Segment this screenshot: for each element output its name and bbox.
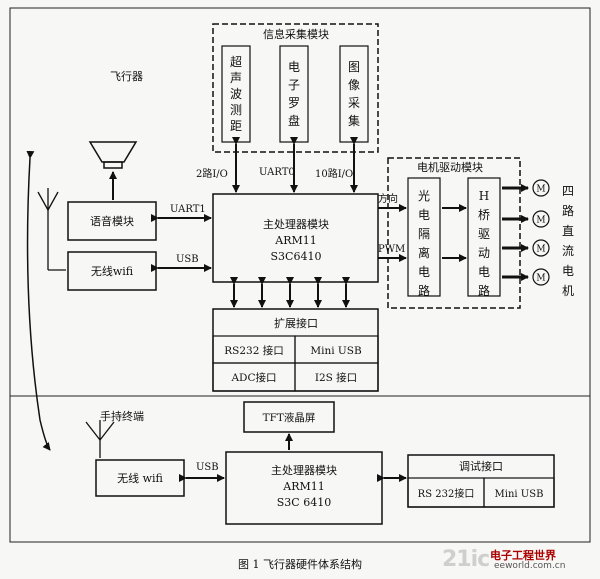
expansion-bus-arrows — [230, 277, 350, 308]
motor-symbol-4: M — [536, 274, 545, 284]
wireless-link-arrow — [26, 150, 51, 451]
motor-icon-1 — [532, 179, 550, 197]
uart0-label: UART0 — [259, 167, 295, 178]
expansion-rs232-label: RS232 接口 — [224, 344, 283, 357]
handheld-usb-label: USB — [196, 462, 219, 473]
isolation-circuit-box — [407, 177, 441, 297]
io10-label: 10路I/O — [315, 167, 353, 180]
aircraft-wifi-label: 无线wifi — [91, 264, 134, 278]
pwm-label: PWM — [378, 244, 405, 255]
motor-icon-4 — [532, 268, 550, 286]
motor-module-frame — [387, 157, 521, 309]
motor-module-title: 电机驱动模块 — [417, 160, 483, 174]
motors-label: 四路直流电机 — [562, 184, 574, 298]
speaker-icon — [88, 141, 138, 169]
aircraft-antenna-icon — [37, 188, 66, 271]
handheld-frame — [9, 395, 591, 543]
expansion-title: 扩展接口 — [274, 316, 318, 330]
debug-rs232-label: RS 232接口 — [418, 487, 475, 500]
aircraft-section-label: 飞行器 — [110, 70, 143, 83]
handheld-antenna-icon — [85, 420, 115, 458]
motors-group: M M M M — [502, 179, 550, 286]
direction-label: 方向 — [378, 192, 398, 205]
figure-caption: 图 1 飞行器硬件体系结构 — [238, 558, 362, 571]
info-module-frame — [212, 23, 379, 153]
motor-icon-3 — [532, 239, 550, 257]
uart1-label: UART1 — [170, 204, 206, 215]
handheld-wifi-label: 无线 wifi — [117, 471, 163, 485]
handheld-mcu-line2: ARM11 — [282, 480, 325, 493]
handheld-mcu-box — [225, 451, 383, 525]
handheld-mcu-line1: 主处理器模块 — [271, 464, 337, 477]
aircraft-mcu-box — [212, 193, 379, 283]
watermark-21ic: 21ic — [442, 547, 490, 572]
expansion-cell-i2s — [294, 362, 379, 392]
io2-label: 2路I/O — [196, 167, 228, 180]
tft-box — [243, 401, 335, 433]
isolation-circuit-label: 光电隔离电路 — [418, 189, 430, 298]
watermark-logo: 21ic 电子工程世界 eeworld.com.cn — [442, 545, 592, 575]
handheld-mcu-line3: S3C 6410 — [277, 496, 331, 509]
handheld-section-label: 手持终端 — [100, 409, 144, 423]
motors-side-label: 四路直流电机 — [562, 184, 574, 298]
motor-symbol-3: M — [536, 245, 545, 255]
aircraft-mcu-line2: ARM11 — [274, 234, 317, 247]
sensor-labels: 超声波测距 电子罗盘 图像采集 — [230, 54, 360, 133]
tft-label: TFT液晶屏 — [263, 411, 316, 424]
motor-symbol-2: M — [536, 216, 545, 226]
motor-icon-2 — [532, 210, 550, 228]
debug-title: 调试接口 — [459, 460, 503, 473]
aircraft-mcu-line1: 主处理器模块 — [263, 218, 329, 231]
aircraft-usb-label: USB — [176, 254, 199, 265]
expansion-miniusb-label: Mini USB — [310, 345, 362, 357]
expansion-i2s-label: I2S 接口 — [315, 371, 357, 384]
expansion-adc-label: ADC接口 — [230, 371, 276, 384]
debug-miniusb-label: Mini USB — [495, 489, 544, 500]
watermark-cn: 电子工程世界 — [490, 549, 556, 562]
info-module-title: 信息采集模块 — [263, 27, 329, 41]
motor-symbol-1: M — [536, 185, 545, 195]
watermark-en: eeworld.com.cn — [494, 561, 566, 571]
aircraft-mcu-line3: S3C6410 — [271, 250, 322, 263]
hbridge-circuit-box — [467, 177, 501, 297]
debug-cell-miniusb — [483, 477, 555, 508]
image-capture-label: 图像采集 — [348, 60, 360, 128]
compass-label: 电子罗盘 — [288, 60, 300, 128]
sensor-arrows — [232, 137, 358, 193]
ultrasonic-label: 超声波测距 — [230, 54, 242, 133]
voice-module-label: 语音模块 — [90, 214, 134, 228]
